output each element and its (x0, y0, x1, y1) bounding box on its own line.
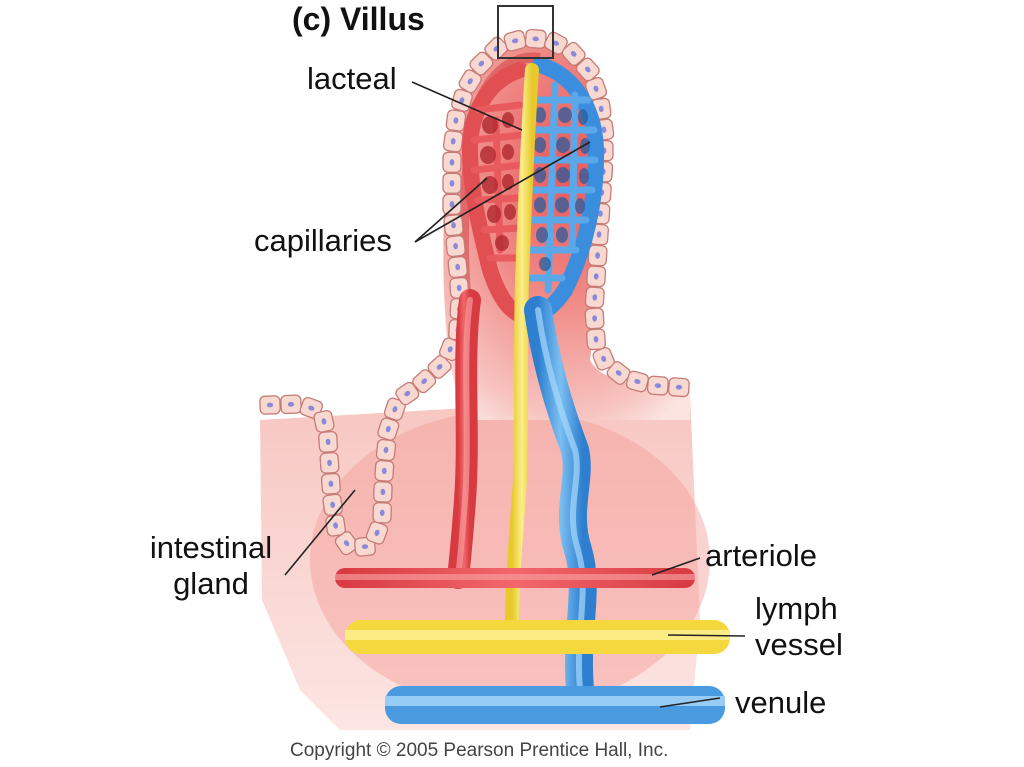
label-lymph-vessel-line1: lymph (755, 591, 838, 626)
epithelial-cell (625, 370, 649, 393)
label-lymph-vessel: lymph vessel (755, 591, 843, 662)
epithelial-cell (319, 451, 340, 474)
horizontal-arteriole (335, 568, 695, 588)
epithelial-cell (503, 29, 527, 52)
horizontal-venule (385, 686, 725, 724)
label-intestinal-gland-line1: intestinal (149, 530, 273, 565)
epithelial-cell (442, 130, 464, 153)
epithelial-cell (334, 531, 359, 556)
epithelial-cell (259, 395, 281, 415)
diagram-title: (c) Villus (292, 1, 425, 37)
epithelial-cell (395, 381, 420, 406)
epithelial-cell (447, 255, 468, 279)
epithelial-cell (427, 354, 452, 379)
label-lacteal: lacteal (307, 61, 397, 96)
label-intestinal-gland-line2: gland (173, 565, 249, 601)
epithelial-cell (320, 472, 341, 495)
epithelial-cell (586, 265, 607, 288)
epithelial-cell (575, 57, 600, 82)
epithelial-cell (445, 109, 467, 132)
epithelial-cell (646, 375, 669, 396)
epithelial-cell (375, 438, 397, 462)
epithelial-cell (442, 193, 462, 215)
venule-vessel (524, 296, 597, 704)
epithelial-cell (442, 172, 462, 194)
epithelial-cell (524, 28, 547, 49)
epithelial-cell (377, 417, 400, 441)
epithelial-cell (561, 41, 586, 66)
epithelial-cell (606, 361, 631, 385)
epithelial-cell (442, 151, 462, 173)
epithelial-cell (372, 502, 393, 524)
epithelial-cell (586, 328, 606, 351)
epithelial-cell (365, 521, 389, 545)
epithelial-cell (313, 410, 335, 433)
label-venule: venule (735, 685, 827, 720)
epithelial-cell (587, 244, 608, 267)
epithelial-cell (322, 493, 344, 516)
label-capillaries: capillaries (254, 223, 392, 258)
epithelial-cell (318, 430, 339, 453)
epithelial-cell (383, 397, 406, 421)
lacteal-vessel (505, 63, 539, 632)
leader-lines (284, 81, 746, 708)
label-arteriole: arteriole (705, 538, 817, 573)
epithelial-cell (445, 235, 466, 258)
epithelial-cell (354, 536, 376, 557)
label-lymph-vessel-line2: vessel (755, 626, 843, 662)
copyright-notice: Copyright © 2005 Pearson Prentice Hall, … (290, 740, 669, 761)
epithelial-cell (584, 307, 605, 330)
epithelial-cell (443, 214, 464, 237)
epithelial-cell (374, 459, 395, 482)
epithelial-cell (469, 51, 494, 76)
epithelial-cell (280, 394, 302, 415)
epithelial-cell (458, 69, 482, 94)
label-intestinal-gland: intestinal gland (140, 530, 282, 601)
epithelial-cell (412, 369, 437, 394)
epithelial-cell (667, 377, 690, 398)
magnification-box (497, 5, 554, 59)
epithelial-cell (592, 347, 615, 371)
epithelial-cell (584, 286, 605, 309)
horizontal-lymph-vessel (345, 620, 730, 654)
epithelial-cell (584, 76, 608, 101)
capillary-network (461, 57, 605, 326)
epithelial-cell (373, 481, 393, 503)
arteriole-vessel (447, 289, 481, 589)
